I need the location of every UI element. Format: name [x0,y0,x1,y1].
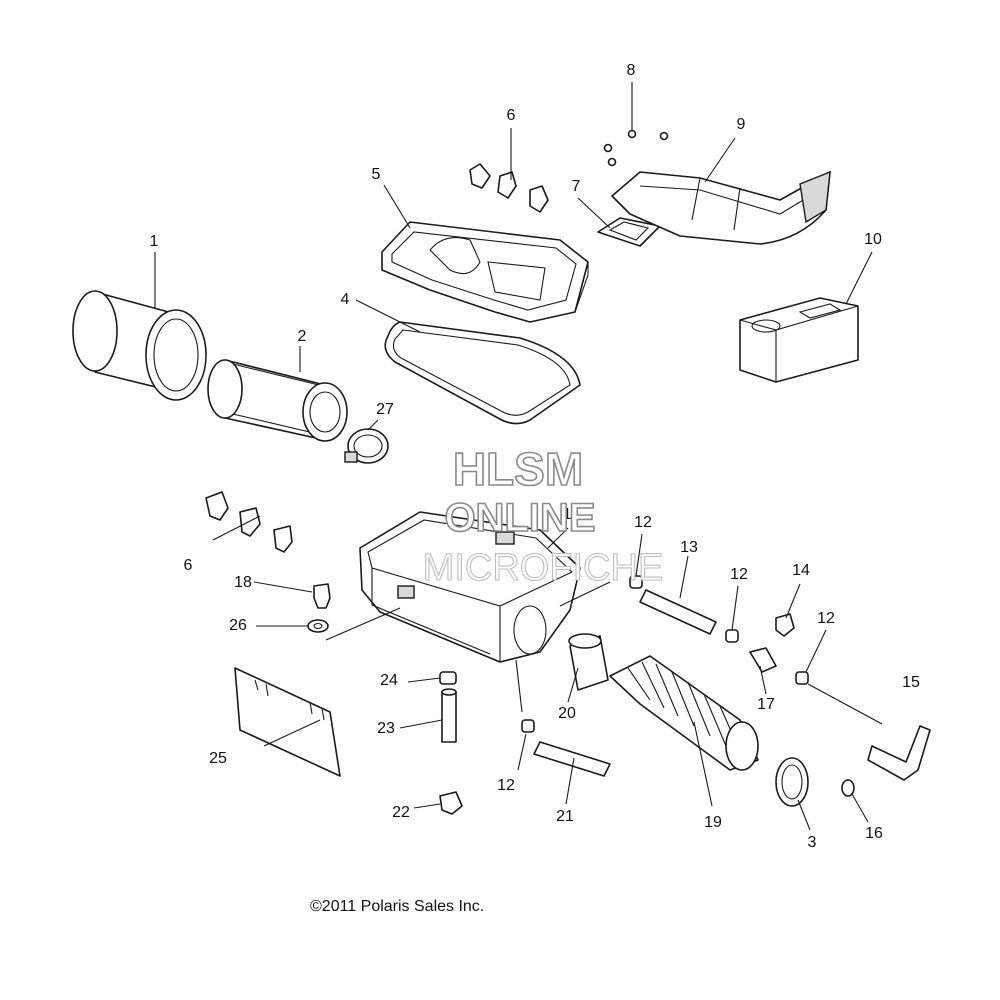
callout-6-left: 6 [184,557,193,574]
callout-27: 27 [376,401,394,418]
callout-3: 3 [808,834,817,851]
watermark-line-1: HLSM [453,443,583,495]
part-18-push-pin[interactable] [313,583,331,609]
watermark-line-3: MICROFICHE [423,547,664,589]
callout-22: 22 [392,804,410,821]
callout-25: 25 [209,750,227,767]
part-6-clips-top[interactable] [469,163,549,213]
part-13-hose[interactable] [639,589,717,635]
callout-1: 1 [150,233,159,250]
callout-14: 14 [792,562,810,579]
part-6-clips-left[interactable] [205,491,293,553]
part-8-screws[interactable] [603,129,669,167]
part-16-small-clamp[interactable] [841,779,855,797]
callout-23: 23 [377,720,395,737]
part-2-filter-element[interactable] [207,359,348,442]
part-26-washer[interactable] [307,619,329,633]
part-24-small-clamp[interactable] [439,671,457,685]
part-3-hose-clamp[interactable] [775,757,809,807]
callout-7: 7 [572,178,581,195]
callout-13: 13 [680,539,698,556]
part-9-intake-duct[interactable] [611,170,831,245]
watermark: HLSM ONLINE MICROFICHE [422,442,664,589]
callout-12-a: 12 [634,514,652,531]
part-19-bellows-boot[interactable] [609,655,759,771]
callout-12-d: 12 [497,777,515,794]
callout-numbers: 1 2 27 4 5 6 7 8 9 10 11 12 13 12 14 12 … [150,62,920,851]
callout-4: 4 [341,291,350,308]
part-15-vent-hose[interactable] [867,725,931,781]
part-5-airbox-lid[interactable] [381,221,589,323]
part-17-fitting[interactable] [749,647,777,673]
part-22-drain-valve[interactable] [439,791,463,815]
leader-lines [154,82,883,831]
callout-8: 8 [627,62,636,79]
part-1-filter-sleeve[interactable] [72,290,207,401]
callout-2: 2 [298,328,307,345]
callout-5: 5 [372,166,381,183]
callout-12-c: 12 [817,610,835,627]
callout-26: 26 [229,617,247,634]
callout-20: 20 [558,705,576,722]
watermark-line-2: ONLINE [444,496,595,540]
callout-12-b: 12 [730,566,748,583]
callout-19: 19 [704,814,722,831]
part-4-lid-gasket[interactable] [384,321,581,425]
callout-18: 18 [234,574,252,591]
callout-11: 11 [563,506,580,523]
part-27-hose-clamp[interactable] [344,428,389,464]
copyright-text: ©2011 Polaris Sales Inc. [310,898,484,915]
callout-17: 17 [757,696,775,713]
callout-21: 21 [556,808,574,825]
part-21-tube[interactable] [533,741,611,777]
callout-24: 24 [380,672,398,689]
callout-6-top: 6 [507,107,516,124]
part-14-clip[interactable] [775,613,795,637]
callout-15: 15 [902,674,920,691]
part-10-foam-block[interactable] [739,297,859,383]
callout-16: 16 [865,825,883,842]
part-11-airbox-base[interactable] [359,511,581,663]
part-25-foam-pad[interactable] [234,667,341,777]
part-20-coupler[interactable] [568,633,609,691]
callout-9: 9 [737,116,746,133]
callout-10: 10 [864,231,882,248]
part-23-drain-tube[interactable] [441,688,457,743]
